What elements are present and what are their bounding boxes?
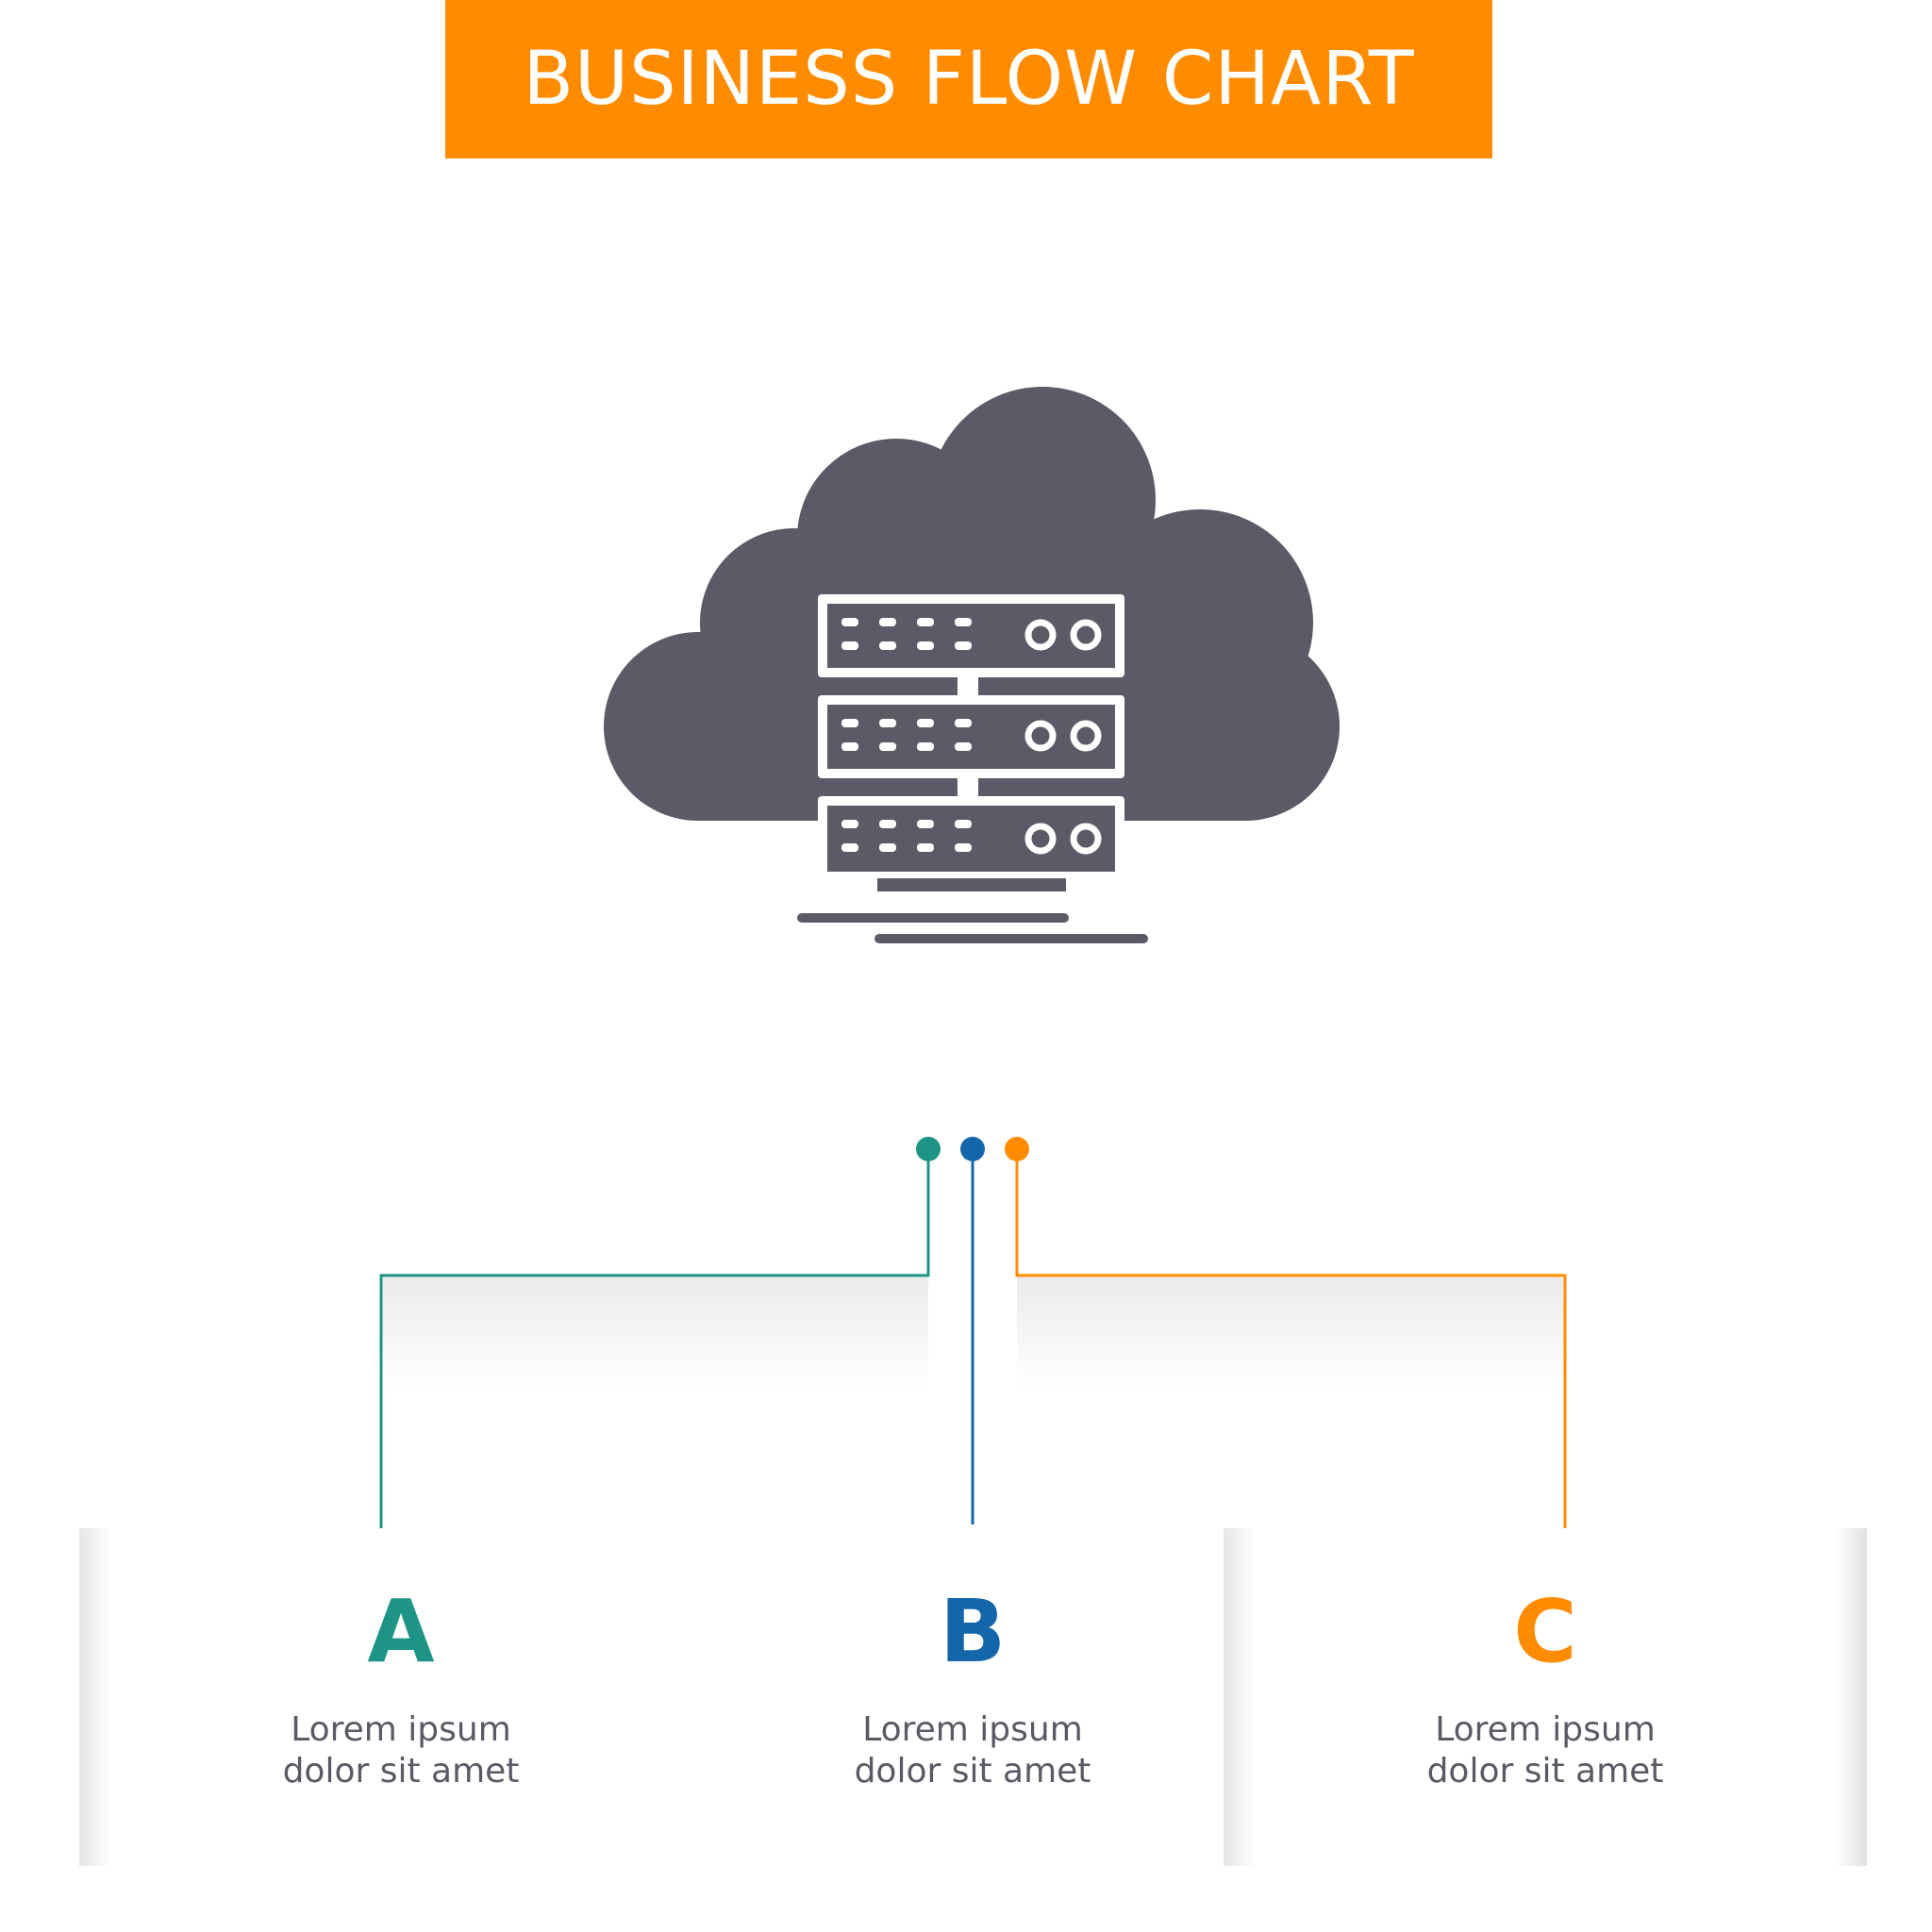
node-dot-a [916, 1137, 941, 1161]
cloud-server-icon [604, 387, 1340, 943]
step-c-line-1: Lorem ipsum [1435, 1710, 1656, 1749]
server-rack [818, 594, 1124, 872]
step-a-line-1: Lorem ipsum [291, 1710, 511, 1749]
step-letter-c: C [1513, 1581, 1577, 1682]
step-description-b: Lorem ipsum dolor sit amet [651, 1709, 1294, 1792]
step-letter-b: B [939, 1581, 1007, 1682]
connector-a [379, 1149, 930, 1545]
shadow-band-left [381, 1275, 928, 1389]
step-description-a: Lorem ipsum dolor sit amet [79, 1709, 723, 1792]
shadow-band-right [1017, 1275, 1566, 1389]
step-card-c: C Lorem ipsum dolor sit amet [1224, 1528, 1867, 1866]
step-card-a: A Lorem ipsum dolor sit amet [79, 1528, 723, 1866]
node-dot-c [1005, 1137, 1029, 1161]
step-c-line-2: dolor sit amet [1426, 1752, 1664, 1790]
step-a-line-2: dolor sit amet [282, 1752, 520, 1790]
page-title: BUSINESS FLOW CHART [523, 37, 1415, 122]
step-letter-a: A [367, 1581, 435, 1682]
step-description-c: Lorem ipsum dolor sit amet [1224, 1709, 1867, 1792]
title-banner: BUSINESS FLOW CHART [445, 0, 1492, 158]
node-dot-b [960, 1137, 985, 1161]
step-b-line-2: dolor sit amet [854, 1752, 1091, 1790]
connector-c [1015, 1149, 1567, 1545]
step-card-b: B Lorem ipsum dolor sit amet [651, 1528, 1294, 1866]
step-b-line-1: Lorem ipsum [862, 1710, 1083, 1749]
